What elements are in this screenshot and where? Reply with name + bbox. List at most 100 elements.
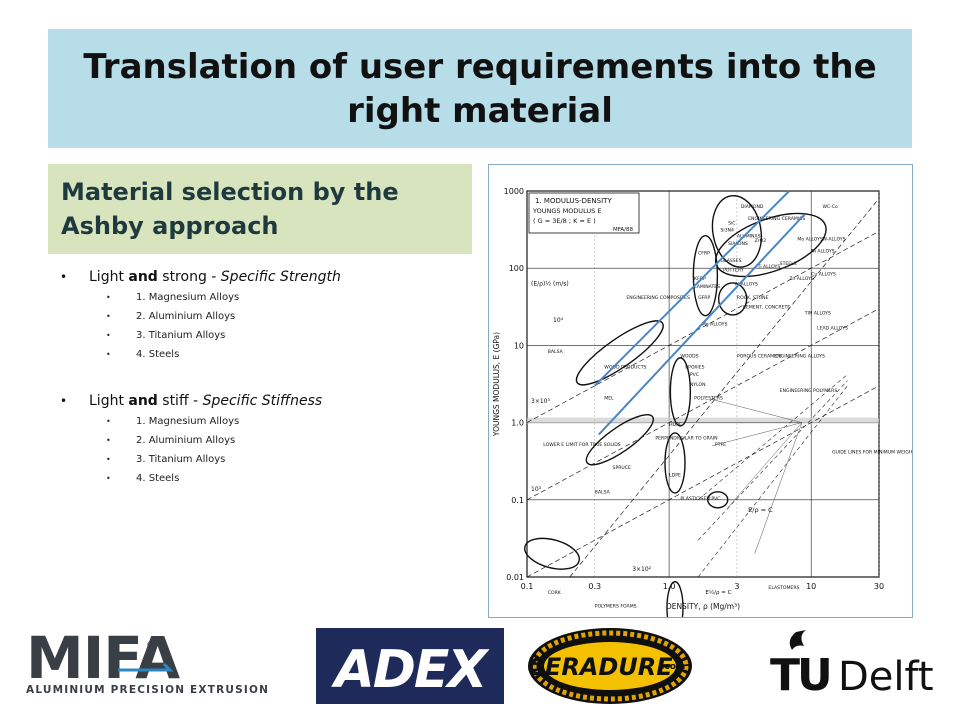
list-item: 4. Steels (60, 469, 470, 488)
guide-label: 10³ (531, 486, 542, 493)
highlight-guide-line (598, 213, 806, 436)
region-label: BALSA (548, 349, 564, 355)
region-label: ZrO2 (755, 238, 767, 244)
y-tick-label: 0.1 (511, 496, 524, 505)
envelope-polymers (664, 432, 686, 494)
region-label: LOWER E LIMIT FOR TRUE SOLIDS (543, 442, 621, 448)
region-label: GFRP (698, 295, 710, 301)
guide-line-specific-modulus (526, 231, 880, 423)
guide-line-weight (697, 385, 848, 578)
guide-line-fan (727, 422, 803, 508)
region-label: CORK (548, 590, 562, 596)
adex-wordmark: ADEX (330, 640, 490, 700)
region-label: GLASSES (721, 258, 742, 264)
region-label: BALSA (595, 490, 611, 496)
envelope-pvc (707, 491, 729, 509)
region-label: LEAD ALLOYS (817, 326, 848, 332)
slide-title: Translation of user requirements into th… (83, 46, 877, 131)
logo-strip: MIFA ® ALUMINIUM PRECISION EXTRUSION ADE… (0, 620, 960, 720)
tudelft-name: Delft (838, 654, 934, 700)
mifa-swoosh-icon (118, 662, 174, 672)
chart-title: 1. MODULUS-DENSITY (535, 197, 612, 205)
list-item: 1. Magnesium Alloys (60, 412, 470, 431)
envelope-woods-perpendicular (585, 414, 655, 466)
region-label: ROCK, STONE (737, 295, 769, 301)
region-label: ENGINEERING ALLOYS (774, 353, 825, 359)
title-banner: Translation of user requirements into th… (48, 29, 912, 148)
guide-line-fan (711, 399, 802, 423)
hatch-band (527, 417, 879, 424)
guide-label: 3×10² (632, 566, 651, 573)
guide-line-weight (697, 380, 848, 541)
region-label: WC-Co (822, 204, 838, 210)
region-label: Ni ALLOYS (811, 248, 834, 254)
guide-line-weight (697, 374, 848, 501)
x-tick-label: 0.1 (521, 582, 534, 591)
region-label: ALUMINAS (737, 233, 761, 239)
ceradure-gold-disc (544, 642, 676, 690)
chart-subtitle-line: YOUNGS MODULUS E (532, 207, 601, 215)
adex-badge (316, 628, 504, 704)
region-label: Zn ALLOYS (789, 276, 814, 282)
region-label: POLYESTERS (694, 395, 723, 401)
region-label: SPRUCE (613, 465, 631, 471)
region-label: ENGINEERING COMPOSITES (626, 295, 690, 301)
envelope-engineering-ceramics (711, 194, 763, 268)
region-label: PLASTICISED PVC (680, 496, 720, 502)
chart-subtitle-line: ( G ≈ 3E/8 ; K ≈ E ) (533, 217, 596, 225)
region-label: Si3N4 (721, 227, 735, 233)
x-tick-label: 30 (874, 582, 884, 591)
mifa-logo: MIFA ® ALUMINIUM PRECISION EXTRUSION (26, 624, 268, 696)
x-tick-label: 1.0 (663, 582, 676, 591)
list-item: 3. Titanium Alloys (60, 450, 470, 469)
region-label: SiC (728, 220, 735, 226)
chart-title-box (528, 192, 640, 234)
guide-line-specific-modulus (526, 385, 880, 578)
region-label: Mg ALLOYS (702, 322, 728, 328)
region-label: STEELS (780, 261, 797, 267)
list-item: 3. Titanium Alloys (60, 326, 470, 345)
region-label: CEMENT, CONCRETE (743, 305, 791, 311)
envelope-composites (692, 234, 719, 317)
region-label: PVC (690, 372, 699, 378)
y-tick-label: 1.0 (511, 419, 524, 428)
list-item: 2. Aluminium Alloys (60, 431, 470, 450)
plot-area (526, 190, 880, 578)
region-label: NYLON (690, 382, 706, 388)
guide-line-fan (711, 422, 802, 447)
region-label: WOODS (680, 353, 698, 359)
tudelft-logo: TU Delft (770, 630, 934, 701)
guide-label: 10⁴ (553, 317, 564, 324)
tudelft-tu: TU (770, 650, 830, 701)
guide-label: E/ρ = C (748, 506, 773, 514)
region-label: EPOXIES (685, 365, 704, 371)
x-tick-label: 3 (734, 582, 739, 591)
y-tick-label: 0.01 (506, 573, 524, 582)
envelope-woods-parallel (575, 320, 664, 386)
region-label: PTFE (715, 442, 726, 448)
region-label: ENGINEERING CERAMICS (748, 216, 805, 222)
logos-svg: MIFA ® ALUMINIUM PRECISION EXTRUSION ADE… (26, 624, 934, 704)
region-label: WOOD PRODUCTS (604, 365, 646, 371)
region-label: Al ALLOYS (735, 281, 758, 287)
x-axis-label: DENSITY, ρ (Mg/m³) (666, 602, 740, 611)
envelope-polymer-foams (524, 537, 581, 570)
mifa-registered: ® (146, 640, 156, 651)
y-tick-label: 100 (509, 264, 524, 273)
region-label: Mo ALLOYS (797, 236, 823, 242)
region-label: ELASTOMERS (768, 585, 799, 591)
adex-logo: ADEX (316, 628, 504, 704)
bullet-list: Light and strong - Specific Strength 1. … (60, 266, 470, 488)
y-tick-label: 10 (514, 341, 524, 350)
region-label: LDPE (669, 473, 681, 479)
slide-subtitle: Material selection by the Ashby approach (61, 178, 399, 240)
bullet-specific-stiffness: Light and stiff - Specific Stiffness (60, 390, 470, 412)
guide-line-fan (754, 422, 803, 554)
envelope-porous-ceramics (717, 282, 748, 316)
y-axis-label: YOUNGS MODULUS, E (GPa) (492, 332, 501, 437)
ceradure-wordmark: CERADURE (527, 653, 673, 681)
region-label: MEL (604, 395, 614, 401)
region-label: GUIDE LINES FOR MINIMUM WEIGHT DESIGN (832, 449, 912, 455)
